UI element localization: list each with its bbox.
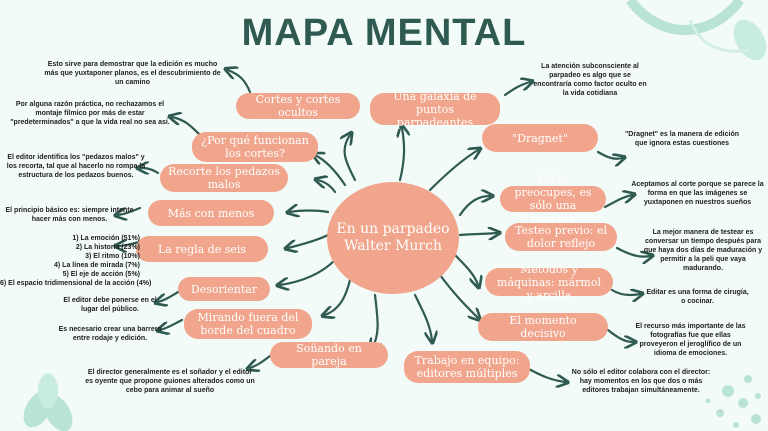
- branch-mas-con-menos: Más con menos: [148, 200, 274, 226]
- branch-mirando-fuera: Mirando fuera del borde del cuadro: [184, 309, 312, 339]
- branch-dragnet: "Dragnet": [482, 124, 598, 152]
- note-mas-con-menos: El principio básico es: siempre intente …: [5, 207, 134, 223]
- decorative-leaves-bottom-left: [23, 373, 73, 431]
- central-topic-line2: Walter Murch: [344, 238, 442, 254]
- note-dragnet: "Dragnet" es la manera de edición que ig…: [624, 131, 739, 147]
- central-topic: En un parpadeo Walter Murch: [327, 182, 459, 294]
- note-cortes-ocultos: Esto sirve para demostrar que la edición…: [44, 61, 221, 86]
- rule-item: 6) El espacio tridimensional de la acció…: [0, 280, 152, 287]
- note-momento-decisivo: El recurso más importante de las fotogra…: [635, 323, 746, 357]
- note-no-te-preocupes: Aceptamos al corte porque se parece la f…: [631, 181, 764, 206]
- branch-metodos-maquinas: Métodos y máquinas: mármol y arcilla: [485, 263, 613, 302]
- branch-galaxia: Una galaxia de puntos parpadeantes: [370, 90, 500, 129]
- rule-item: 5) El eje de acción (5%): [62, 271, 140, 278]
- branch-recorte-pedazos: Recorte los pedazos malos: [160, 164, 288, 192]
- branch-regla-de-seis: La regla de seis: [136, 236, 268, 262]
- branch-sonando-pareja: Soñando en pareja: [270, 342, 388, 368]
- note-galaxia: La atención subconsciente al parpadeo es…: [533, 63, 647, 97]
- page-title: MAPA MENTAL: [241, 12, 527, 54]
- note-sonando-pareja: El director generalmente es el soñador y…: [85, 369, 255, 394]
- branch-no-te-preocupes: No te preocupes, es sólo una película: [500, 173, 606, 225]
- decorative-leaves-top-right: [626, 0, 767, 61]
- note-por-que-funcionan: Por alguna razón práctica, no rechazamos…: [10, 101, 170, 126]
- note-testeo-previo: La mejor manera de testear es conversar …: [643, 229, 763, 272]
- central-topic-line1: En un parpadeo: [336, 221, 450, 237]
- branch-momento-decisivo: El momento decisivo: [478, 313, 608, 341]
- note-mirando-fuera: Es necesario crear una barrera entre rod…: [58, 326, 162, 342]
- note-metodos: Editar es una forma de cirugía, o cocina…: [646, 289, 749, 305]
- decorative-dots-bottom-right: [705, 375, 761, 428]
- rule-item: 3) El ritmo (10%): [85, 253, 140, 260]
- note-desorientar: El editor debe ponerse en el lugar del p…: [63, 297, 157, 313]
- rule-item: 1) La emoción (51%): [72, 235, 140, 242]
- rule-item: 2) La historia (23%): [75, 244, 140, 251]
- branch-desorientar: Desorientar: [178, 277, 270, 301]
- branch-testeo-previo: Testeo previo: el dolor reflejo: [505, 223, 617, 251]
- note-recorte: El editor identifica los "pedazos malos"…: [6, 154, 146, 179]
- rule-list: 1) La emoción (51%) 2) La historia (23%)…: [0, 234, 152, 288]
- rule-item: 4) La línea de mirada (7%): [54, 262, 140, 269]
- branch-por-que-funcionan: ¿Por qué funcionan los cortes?: [192, 132, 318, 162]
- note-trabajo-equipo: No sólo el editor colabora con el direct…: [571, 369, 711, 394]
- branch-cortes-ocultos: Cortes y cortes ocultos: [236, 93, 360, 119]
- branch-trabajo-equipo: Trabajo en equipo: editores múltiples: [404, 351, 530, 383]
